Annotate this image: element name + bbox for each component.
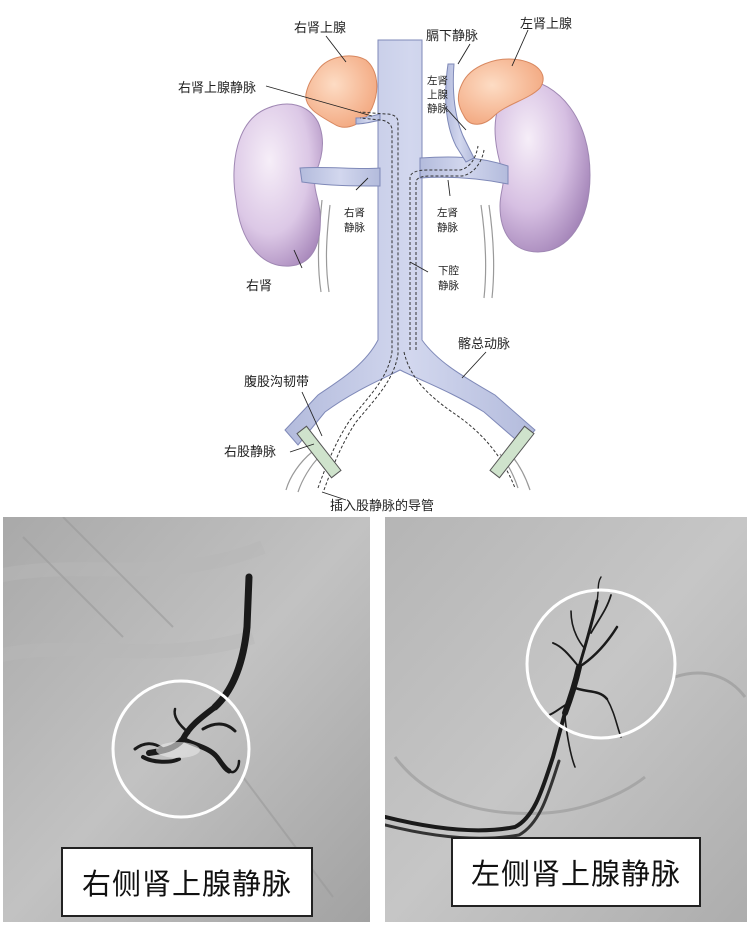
label-left-renal-vein-1: 左肾 [437,206,458,219]
left-adrenal-gland [457,58,544,125]
label-inguinal-ligament: 腹股沟韧带 [244,374,309,390]
label-right-adrenal-vein: 右肾上腺静脉 [178,81,256,96]
left-adrenal-vein-contrast [385,576,622,840]
label-right-kidney: 右肾 [246,279,272,294]
label-ivc-2: 静脉 [438,279,459,292]
right-inguinal-ligament [296,425,342,479]
label-left-adrenal-vein-3: 静脉 [427,102,448,115]
caption-left-adrenal-vein: 左侧肾上腺静脉 [451,837,701,907]
label-left-renal-vein-2: 静脉 [437,221,458,234]
angiogram-left-panel: 左侧肾上腺静脉 [385,517,747,922]
inguinal-ligaments [296,425,535,479]
label-left-adrenal-vein-2: 上腺 [427,88,448,101]
label-inferior-phrenic-vein: 膈下静脉 [426,29,478,44]
left-inguinal-ligament [489,425,535,479]
highlight-circle-right [111,679,251,819]
label-ivc-1: 下腔 [438,264,459,277]
caption-right-adrenal-vein: 右侧肾上腺静脉 [61,847,313,917]
right-renal-vein [299,166,381,187]
label-right-femoral-vein: 右股静脉 [224,445,276,460]
label-right-adrenal-gland: 右肾上腺 [294,21,346,36]
right-adrenal-gland [305,55,378,128]
label-catheter: 插入股静脉的导管 [330,498,434,514]
left-adrenal-vein [445,63,475,163]
anatomy-diagram: 右肾上腺 右肾上腺静脉 膈下静脉 左肾上腺 左肾 上腺 静脉 右肾 静脉 左肾 … [178,17,591,514]
label-common-iliac-artery: 髂总动脉 [458,336,510,352]
highlight-circle-left [525,588,677,740]
label-right-renal-vein-1: 右肾 [344,206,365,219]
angiogram-right-panel: 右侧肾上腺静脉 [3,517,370,922]
leader-lines [265,29,529,501]
label-left-adrenal-gland: 左肾上腺 [520,17,572,32]
label-right-renal-vein-2: 静脉 [344,221,365,234]
left-renal-vein [419,156,509,185]
label-left-adrenal-vein-1: 左肾 [427,74,448,87]
right-kidney [233,103,323,267]
ureters [317,199,495,299]
